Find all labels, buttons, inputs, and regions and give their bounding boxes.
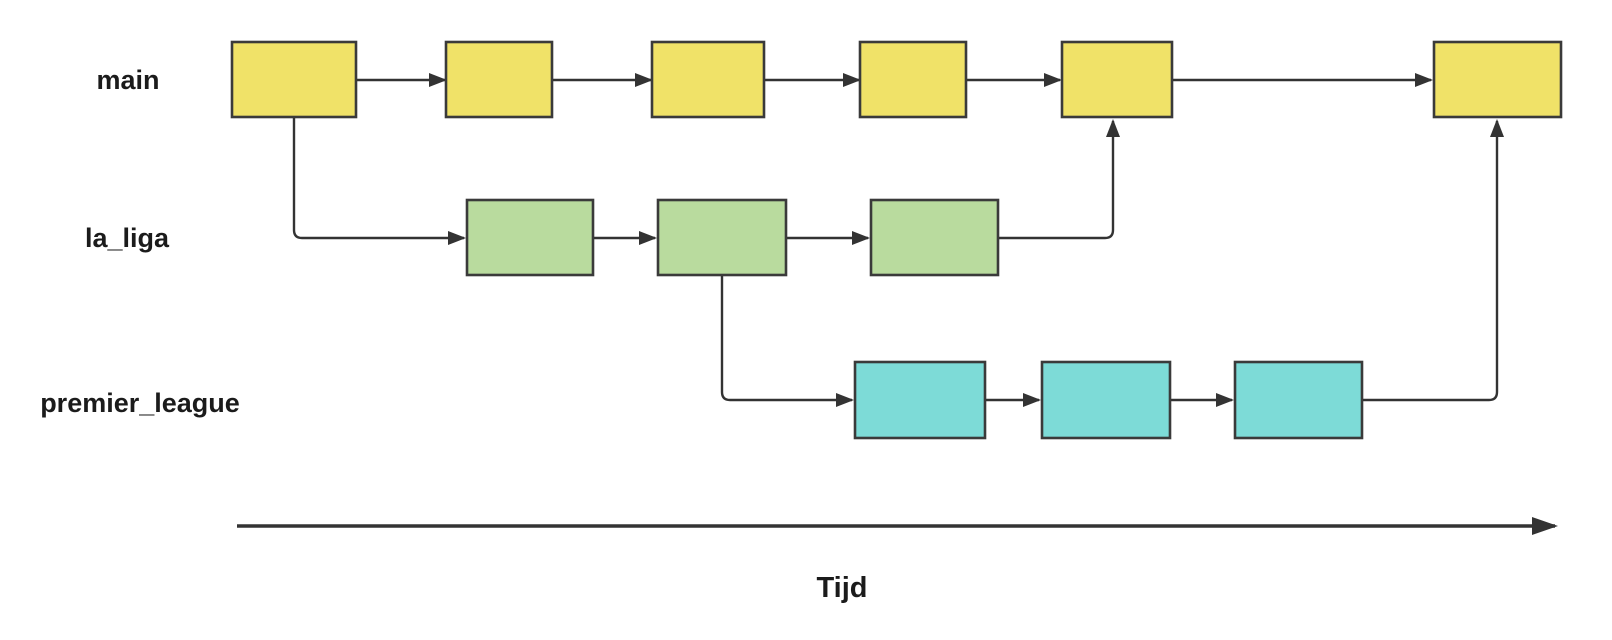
commit-box-main-1 bbox=[230, 40, 358, 119]
commit-box-la-liga-2 bbox=[656, 198, 788, 277]
time-axis-label: Tijd bbox=[816, 572, 867, 604]
commit-box-main-6 bbox=[1432, 40, 1563, 119]
commit-box-premier-league-1 bbox=[853, 360, 987, 440]
commit-box-main-2 bbox=[444, 40, 554, 119]
commit-box-main-4 bbox=[858, 40, 968, 119]
branch-label-premier-league: premier_league bbox=[40, 388, 240, 418]
branch-label-main: main bbox=[96, 65, 159, 95]
commit-box-premier-league-3 bbox=[1233, 360, 1364, 440]
commit-box-premier-league-2 bbox=[1040, 360, 1172, 440]
branch-arrow-main-to-la-liga bbox=[292, 118, 466, 245]
commit-box-main-3 bbox=[650, 40, 766, 119]
branch-arrow-la-liga-to-premier-league bbox=[720, 275, 854, 407]
branch-label-la-liga: la_liga bbox=[85, 223, 170, 253]
commit-box-la-liga-1 bbox=[465, 198, 595, 277]
merge-arrow-la-liga-to-main bbox=[998, 119, 1120, 240]
merge-arrow-premier-league-to-main bbox=[1362, 119, 1504, 402]
commit-box-la-liga-3 bbox=[869, 198, 1000, 277]
commit-box-main-5 bbox=[1060, 40, 1174, 119]
